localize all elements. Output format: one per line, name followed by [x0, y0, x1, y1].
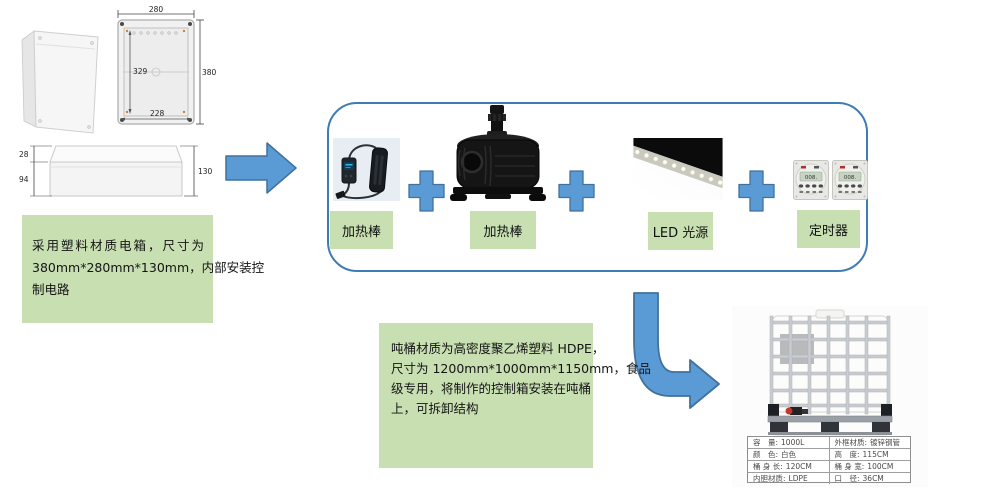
dim-label-side-lid: 28: [19, 150, 29, 159]
led-strip-image: [633, 138, 723, 200]
spec-key: 口 径:: [834, 474, 860, 483]
spec-cell: 高 度: 115CM: [830, 449, 911, 460]
note-ibc-tank: 吨桶材质为高密度聚乙烯塑料 HDPE， 尺寸为 1200mm*1000mm*11…: [379, 323, 651, 468]
timer-image: 008. 008.: [793, 160, 868, 200]
plus-icon: [558, 170, 595, 212]
dim-label-side-total: 130: [198, 167, 213, 176]
ibc-tank-image: [767, 309, 893, 438]
spec-cell: 桶 身 长: 120CM: [748, 461, 830, 472]
spec-key: 颜 色:: [753, 450, 779, 459]
component-label-led: LED 光源: [648, 212, 713, 250]
spec-row: 颜 色: 白色 高 度: 115CM: [748, 448, 910, 460]
spec-value: 36CM: [862, 474, 884, 483]
note-electric-box: 采用塑料材质电箱，尺寸为 380mm*280mm*130mm，内部安装控 制电路: [22, 215, 265, 323]
component-label-heater-1: 加热棒: [330, 211, 393, 249]
component-label-text: LED 光源: [652, 225, 709, 241]
component-label-heater-2: 加热棒: [470, 211, 536, 249]
enclosure-side-view-image: 28 94 130: [19, 145, 213, 197]
spec-key: 桶 身 长:: [753, 462, 783, 471]
spec-value: 100CM: [867, 462, 894, 471]
spec-cell: 桶 身 宽: 100CM: [830, 461, 911, 472]
spec-row: 桶 身 长: 120CM 桶 身 宽: 100CM: [748, 460, 910, 472]
spec-row: 容 量: 1000L 外框材质: 镀锌钢管: [748, 437, 910, 448]
note-line: 级专用，将制作的控制箱安装在吨桶: [391, 381, 592, 396]
plus-icon: [408, 170, 445, 212]
component-label-text: 加热棒: [483, 224, 523, 240]
spec-key: 高 度:: [834, 450, 860, 459]
component-label-text: 定时器: [808, 223, 848, 239]
dim-label-inner-width: 228: [150, 109, 165, 118]
note-line: 尺寸为 1200mm*1000mm*1150mm，食品: [391, 361, 651, 376]
spec-row: 内胆材质: LDPE 口 径: 36CM: [748, 472, 910, 484]
spec-value: 120CM: [785, 462, 812, 471]
note-line: 380mm*280mm*130mm，内部安装控: [32, 260, 265, 275]
spec-key: 内胆材质:: [753, 474, 786, 483]
spec-key: 容 量:: [753, 438, 779, 447]
timer-display: 008.: [805, 175, 817, 181]
spec-value: 白色: [781, 450, 797, 459]
spec-cell: 口 径: 36CM: [830, 473, 911, 484]
right-arrow-icon: [225, 142, 297, 194]
plus-icon: [738, 170, 775, 212]
spec-value: 1000L: [781, 438, 805, 447]
note-line: 制电路: [32, 282, 70, 297]
spec-value: 115CM: [862, 450, 889, 459]
note-line: 吨桶材质为高密度聚乙烯塑料 HDPE，: [391, 341, 605, 356]
spec-value: 镀锌钢管: [870, 438, 901, 447]
dim-label-top-width: 280: [149, 6, 164, 14]
heater-rod-image: [333, 138, 400, 201]
component-label-timer: 定时器: [797, 210, 860, 248]
spec-cell: 外框材质: 镀锌钢管: [830, 437, 911, 448]
dim-label-side-body: 94: [19, 175, 29, 184]
spec-value: LDPE: [788, 474, 808, 483]
component-label-text: 加热棒: [341, 224, 381, 240]
note-line: 采用塑料材质电箱，尺寸为: [32, 238, 207, 253]
ibc-spec-table: 容 量: 1000L 外框材质: 镀锌钢管 颜 色: 白色 高 度: 115CM: [747, 436, 911, 484]
dim-label-inner-height: 329: [133, 67, 148, 76]
enclosure-3d-image: [21, 30, 99, 134]
water-pump-image: [450, 105, 546, 201]
spec-cell: 容 量: 1000L: [748, 437, 830, 448]
spec-key: 桶 身 宽:: [834, 462, 865, 471]
dim-label-top-height: 380: [202, 68, 216, 77]
note-line: 上，可拆卸结构: [391, 401, 479, 416]
ibc-photo: 容 量: 1000L 外框材质: 镀锌钢管 颜 色: 白色 高 度: 115CM: [732, 306, 928, 487]
spec-cell: 颜 色: 白色: [748, 449, 830, 460]
enclosure-top-view-image: 280 329 380 228: [117, 6, 216, 125]
spec-cell: 内胆材质: LDPE: [748, 473, 830, 484]
spec-key: 外框材质:: [834, 438, 868, 447]
timer-display: 008.: [844, 175, 856, 181]
elbow-arrow-icon: [633, 292, 720, 409]
